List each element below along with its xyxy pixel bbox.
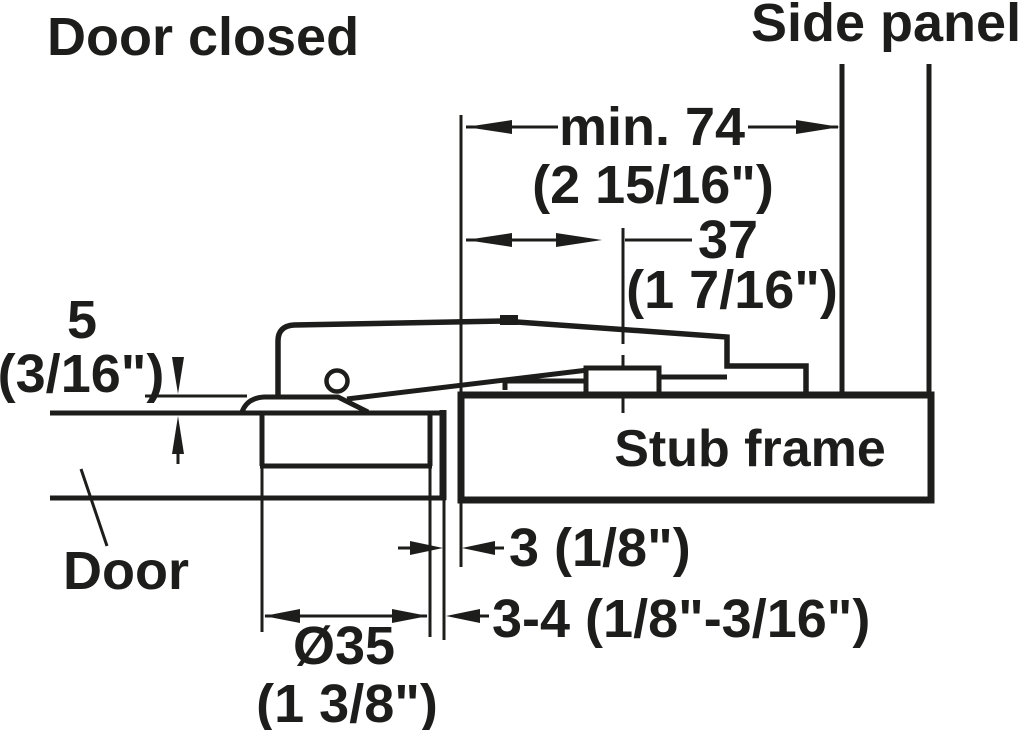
dim-cup-bore [264,609,428,623]
dim-5-imperial: (3/16") [0,344,164,404]
hinge-arm-outline [275,318,809,395]
arrow-right-icon [410,541,443,555]
hinge-cup-flange [239,394,370,415]
dim-37-metric: 37 [698,210,758,270]
stub-frame-rect [457,391,935,504]
dim-protrusion [145,357,247,464]
dim-cup-bore-imperial: (1 3/8") [256,674,438,730]
door-outline [50,410,447,501]
dim-3-gap: 3 (1/8") [509,518,691,578]
arrow-left-icon [466,233,512,247]
dim-37-imperial: (1 7/16") [626,260,838,320]
arrow-left-icon [446,609,480,623]
dim-min-clearance-imperial: (2 15/16") [532,155,774,215]
arrow-left-icon [466,120,512,134]
title-side-panel: Side panel [751,0,1021,53]
arrow-right-icon [392,609,428,623]
flange-screw-hole-icon [324,368,350,394]
arrow-left-icon [264,609,300,623]
dim-cup-bore-metric: Ø35 [293,616,395,676]
dim-cup-to-door-edge [446,609,489,623]
arrow-down-icon [172,357,184,394]
door-leader-line [79,468,109,547]
arrow-right-icon [556,233,602,247]
hinge-assembly [239,315,809,415]
dim-hole-line-to-frame [466,233,692,247]
dim-min-clearance [466,120,840,134]
hinge-arm-underside [346,367,589,402]
side-panel-lines [839,64,932,395]
dim-door-to-frame-gap [398,541,504,555]
dim-3-4-edge: 3-4 (1/8"-3/16") [492,589,870,649]
arrow-right-icon [796,120,840,134]
arrow-left-icon [462,541,495,555]
dim-min-clearance-metric: min. 74 [559,97,745,157]
dim-5-metric: 5 [67,290,97,350]
stub-frame-outline [457,391,935,504]
extension-lines [260,115,625,640]
label-door: Door [63,541,189,601]
mounting-plate-left-flange [502,378,586,390]
arrow-up-icon [172,416,184,454]
mounting-plate-boss [583,365,662,392]
label-stub-frame: Stub frame [614,420,886,478]
title-door-closed: Door closed [47,7,359,67]
hinge-arm-tab [500,315,518,325]
